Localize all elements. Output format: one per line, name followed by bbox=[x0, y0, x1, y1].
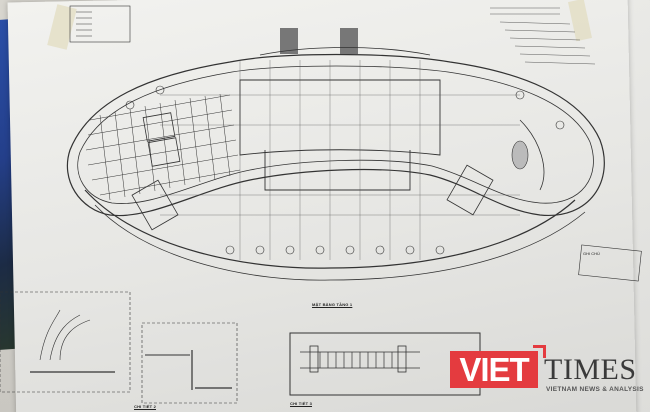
detail-2-label: CHI TIẾT 2 bbox=[134, 404, 157, 409]
detail-3-label: CHI TIẾT 3 bbox=[290, 401, 313, 406]
watermark-red-box: VIET bbox=[450, 345, 546, 388]
watermark-viet-text: VIET bbox=[459, 351, 529, 388]
notes-title: GHI CHÚ bbox=[583, 251, 600, 256]
watermark-tagline: VIETNAM NEWS & ANALYSIS bbox=[546, 386, 644, 393]
viettimes-watermark: VIET TIMES VIETNAM NEWS & ANALYSIS bbox=[450, 345, 645, 400]
floor-plan-title: MẶT BẰNG TẦNG 1 bbox=[312, 302, 353, 307]
watermark-times-text: TIMES bbox=[544, 353, 637, 386]
